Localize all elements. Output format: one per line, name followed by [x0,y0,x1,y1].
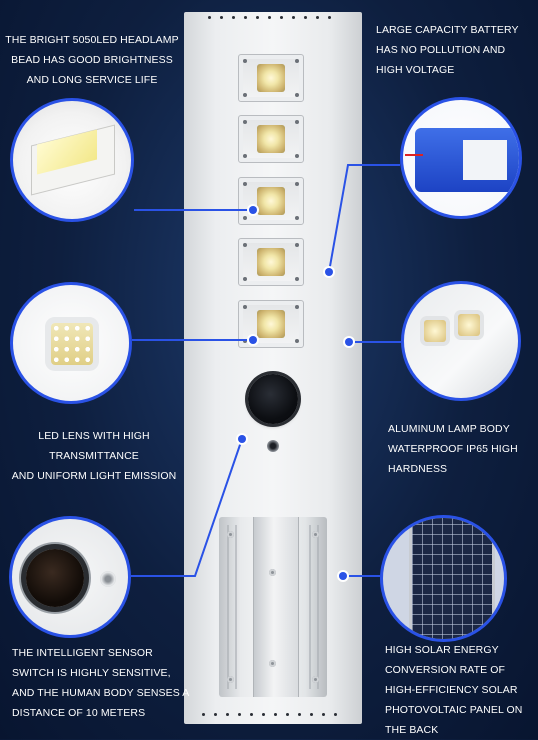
caption-battery: LARGE CAPACITY BATTERY HAS NO POLLUTION … [376,24,519,76]
motion-sensor [248,374,298,424]
led-module-4 [238,238,304,286]
bottom-vent-dots [184,712,362,718]
sensor-icon [9,516,131,638]
callout-dot-body [345,338,353,346]
caption-solar: HIGH SOLAR ENERGY CONVERSION RATE OF HIG… [385,644,523,736]
callout-dot-solar [339,572,347,580]
led-bead-icon [10,98,134,222]
battery-icon [400,97,522,219]
lens-icon [10,282,132,404]
caption-lens: LED LENS WITH HIGH TRANSMITTANCE AND UNI… [11,430,177,482]
lamp-body-icon [401,281,521,401]
caption-sensor: THE INTELLIGENT SENSOR SWITCH IS HIGHLY … [12,647,190,719]
callout-dot-lens [249,336,257,344]
mounting-bracket [219,517,327,697]
led-module-3 [238,177,304,225]
solar-panel-icon [380,515,507,642]
street-lamp-body [184,12,362,724]
led-module-1 [238,54,304,102]
caption-headlamp: THE BRIGHT 5050LED HEADLAMP BEAD HAS GOO… [5,34,179,86]
led-module-2 [238,115,304,163]
power-switch [267,440,279,452]
callout-dot-sensor [238,435,246,443]
top-vent-dots [184,15,362,21]
callout-dot-battery [325,268,333,276]
callout-dot-headlamp [249,206,257,214]
caption-body: ALUMINUM LAMP BODY WATERPROOF IP65 HIGH … [388,423,518,475]
